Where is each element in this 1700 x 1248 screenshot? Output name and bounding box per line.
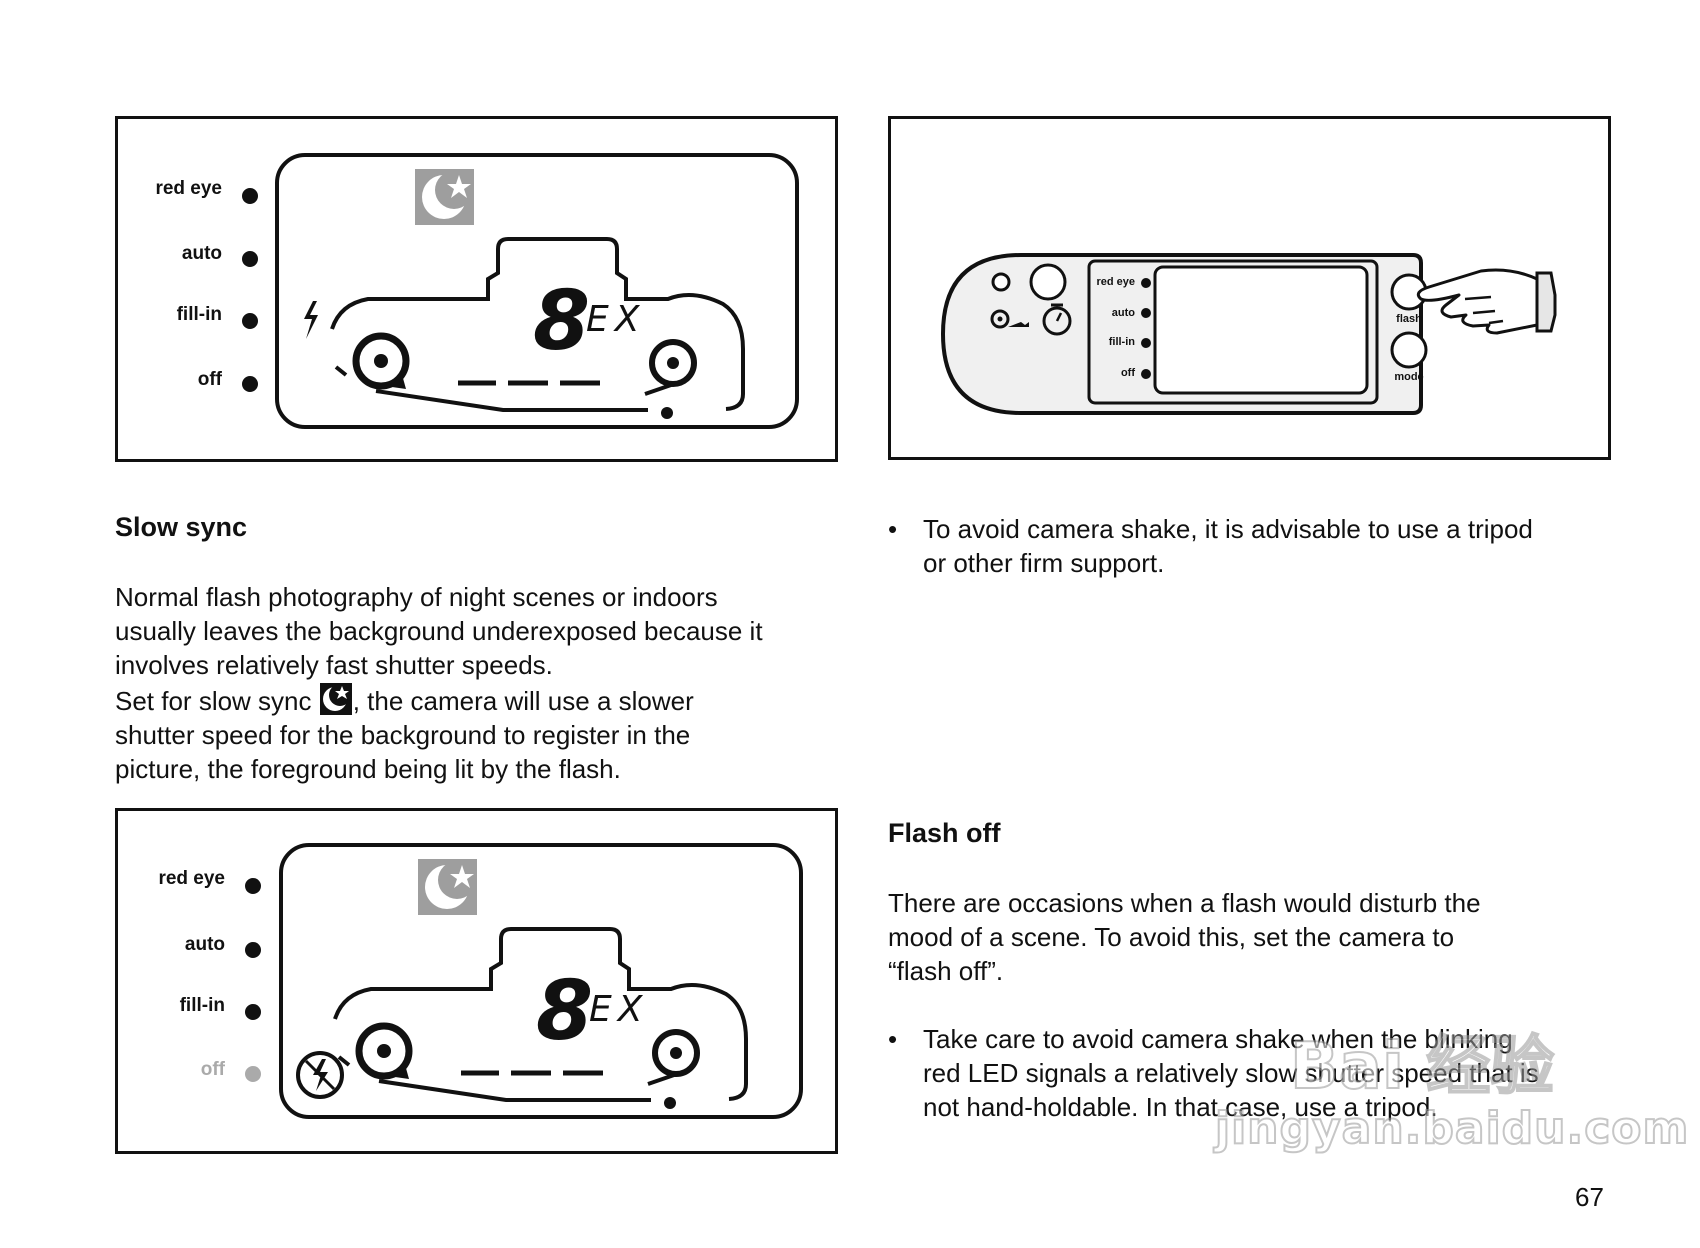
page-number: 67 bbox=[1575, 1182, 1604, 1212]
slow-sync-line-1: Normal flash photography of night scenes… bbox=[115, 582, 718, 612]
shake-bullet-line-2: red LED signals a relatively slow shutte… bbox=[923, 1058, 1539, 1088]
flash-button-label: flash bbox=[1396, 313, 1422, 325]
led-off-active bbox=[245, 1066, 261, 1082]
cp-led-label-fill-in: fill-in bbox=[1109, 336, 1136, 348]
led-label-fill-in: fill-in bbox=[177, 304, 222, 325]
film-spool-left bbox=[355, 1022, 413, 1080]
slow-sync-line-6: picture, the foreground being lit by the… bbox=[115, 754, 621, 784]
cp-led-label-off: off bbox=[1121, 367, 1135, 379]
led-label-auto: auto bbox=[185, 934, 225, 955]
slow-sync-line-4: Set for slow sync , the camera will use … bbox=[115, 682, 855, 718]
tripod-bullet: • To avoid camera shake, it is advisable… bbox=[888, 512, 1628, 580]
flash-off-line-2: mood of a scene. To avoid this, set the … bbox=[888, 922, 1455, 952]
flash-off-line-3: “flash off”. bbox=[888, 956, 1004, 986]
indicator-hole bbox=[991, 272, 1011, 292]
slow-sync-paragraph: Normal flash photography of night scenes… bbox=[115, 580, 855, 786]
shake-bullet-line-1: Take care to avoid camera shake when the… bbox=[923, 1024, 1513, 1054]
bullet-marker: • bbox=[888, 1024, 898, 1054]
mode-button-label: mode bbox=[1394, 371, 1423, 383]
led-auto bbox=[242, 251, 258, 267]
landscape-mode-icon bbox=[990, 309, 1029, 329]
film-path bbox=[375, 389, 648, 412]
flash-off-paragraph: There are occasions when a flash would d… bbox=[888, 886, 1628, 988]
tripod-bullet-line-2: or other firm support. bbox=[923, 548, 1165, 578]
led-red-eye bbox=[242, 188, 258, 204]
film-spool-right bbox=[649, 339, 697, 387]
moon-star-icon bbox=[418, 859, 477, 915]
tripod-bullet-line-1: To avoid camera shake, it is advisable t… bbox=[923, 514, 1533, 544]
flash-off-line-1: There are occasions when a flash would d… bbox=[888, 888, 1481, 918]
led-label-fill-in: fill-in bbox=[180, 995, 225, 1016]
led-off bbox=[242, 376, 258, 392]
slow-sync-inline-icon bbox=[319, 683, 352, 715]
bullet-marker: • bbox=[888, 514, 898, 544]
cp-led-label-auto: auto bbox=[1112, 307, 1136, 319]
slow-sync-line-2: usually leaves the background underexpos… bbox=[115, 616, 763, 646]
film-spool-right bbox=[652, 1029, 700, 1077]
led-label-off: off bbox=[198, 369, 223, 390]
moon-star-icon bbox=[415, 169, 474, 225]
frame-counter-digit: 8 bbox=[536, 964, 593, 1059]
slow-sync-line-3: involves relatively fast shutter speeds. bbox=[115, 650, 553, 680]
self-timer-icon bbox=[1042, 303, 1072, 336]
shake-bullet-line-3: not hand-holdable. In that case, use a t… bbox=[923, 1092, 1438, 1122]
shake-bullet: • Take care to avoid camera shake when t… bbox=[888, 1022, 1628, 1124]
film-spool-left bbox=[352, 332, 410, 390]
lightning-icon bbox=[304, 301, 318, 339]
control-panel-figure: red eye auto fill-in off flash mode bbox=[888, 116, 1611, 460]
slow-sync-line-5: shutter speed for the background to regi… bbox=[115, 720, 691, 750]
mode-button[interactable] bbox=[1390, 331, 1428, 369]
flash-off-heading: Flash off bbox=[888, 818, 1001, 848]
frame-counter-suffix: EX bbox=[586, 299, 645, 340]
led-label-off: off bbox=[201, 1059, 226, 1080]
flash-off-icon bbox=[296, 1051, 344, 1099]
slow-sync-line-4-end: , the camera will use a slower bbox=[352, 686, 694, 716]
led-label-red-eye: red eye bbox=[155, 178, 222, 199]
lcd-panel-slow-sync: red eye auto fill-in off bbox=[115, 116, 838, 462]
led-fill-in bbox=[242, 313, 258, 329]
slow-sync-line-4-start: Set for slow sync bbox=[115, 686, 319, 716]
pointing-hand-icon bbox=[1416, 268, 1557, 335]
lcd-panel-flash-off: red eye auto fill-in off bbox=[115, 808, 838, 1154]
shutter-button[interactable] bbox=[1029, 263, 1067, 301]
camera-outline bbox=[330, 237, 745, 411]
slow-sync-heading: Slow sync bbox=[115, 512, 248, 542]
led-label-red-eye: red eye bbox=[158, 868, 225, 889]
frame-counter-suffix: EX bbox=[589, 989, 648, 1030]
lcd-frame bbox=[275, 153, 799, 429]
control-lcd-screen bbox=[1153, 265, 1369, 395]
frame-counter-digit: 8 bbox=[533, 274, 590, 369]
led-label-auto: auto bbox=[182, 243, 222, 264]
cp-led-label-red-eye: red eye bbox=[1096, 276, 1135, 288]
